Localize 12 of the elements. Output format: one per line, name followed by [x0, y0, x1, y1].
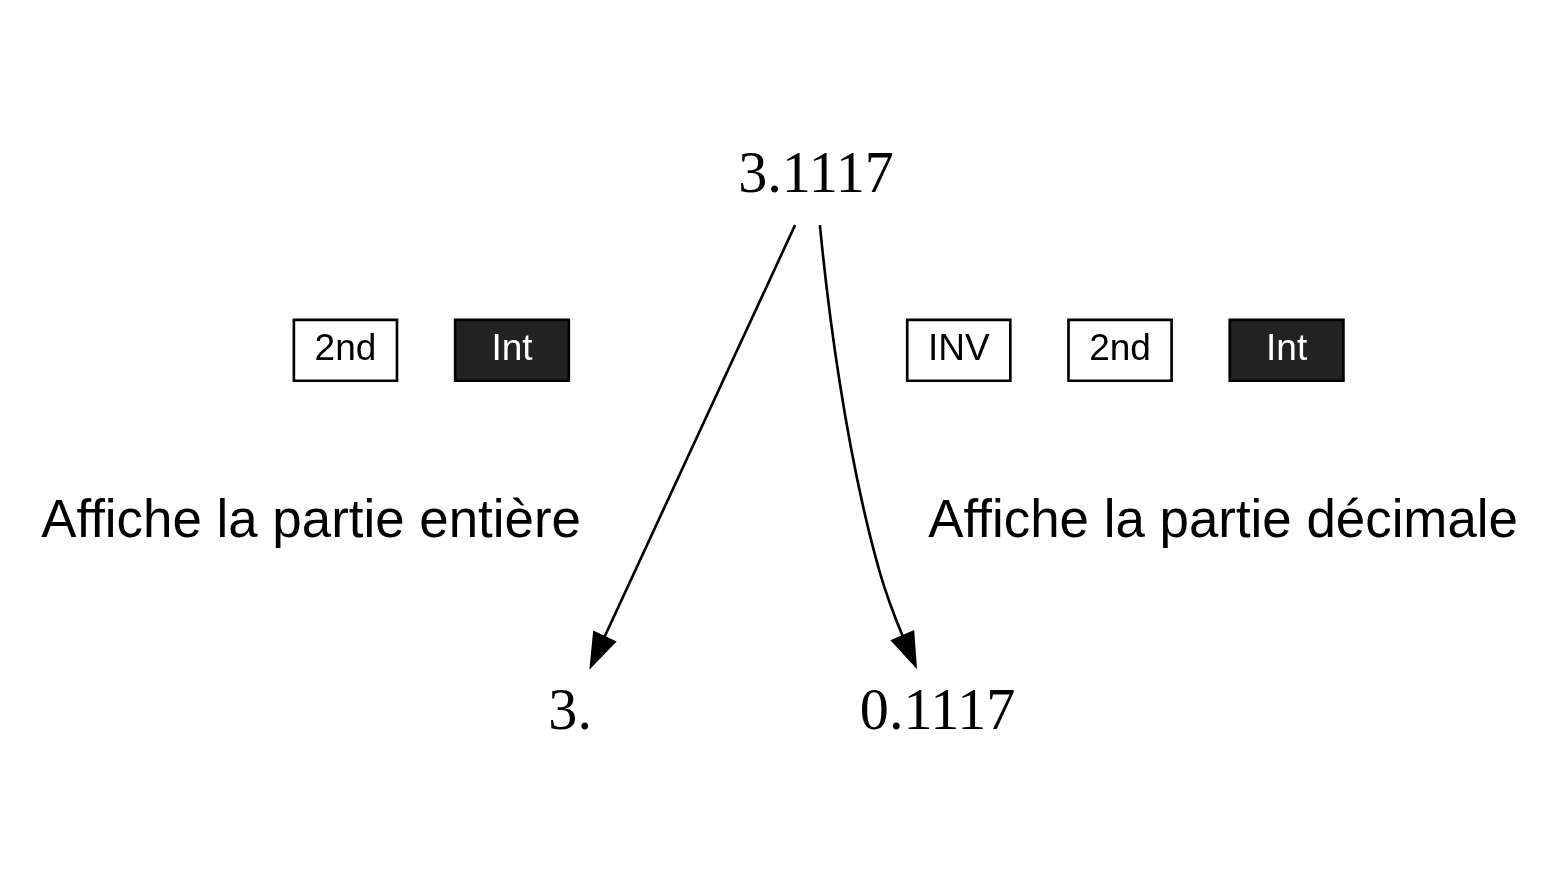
node-text: 3.1117	[738, 139, 894, 205]
node-box: 2nd	[1067, 318, 1173, 382]
arrow	[589, 224, 797, 670]
label: Affiche la partie décimale	[928, 488, 1518, 548]
node-box: Int	[453, 318, 571, 382]
label: Affiche la partie entière	[41, 488, 581, 548]
node-text: 0.1117	[859, 676, 1016, 742]
node-box: INV	[905, 318, 1012, 382]
node-text: 3.	[548, 676, 592, 742]
node-box: Int	[1228, 318, 1345, 382]
arrow	[818, 224, 918, 669]
node-box: 2nd	[292, 318, 399, 382]
